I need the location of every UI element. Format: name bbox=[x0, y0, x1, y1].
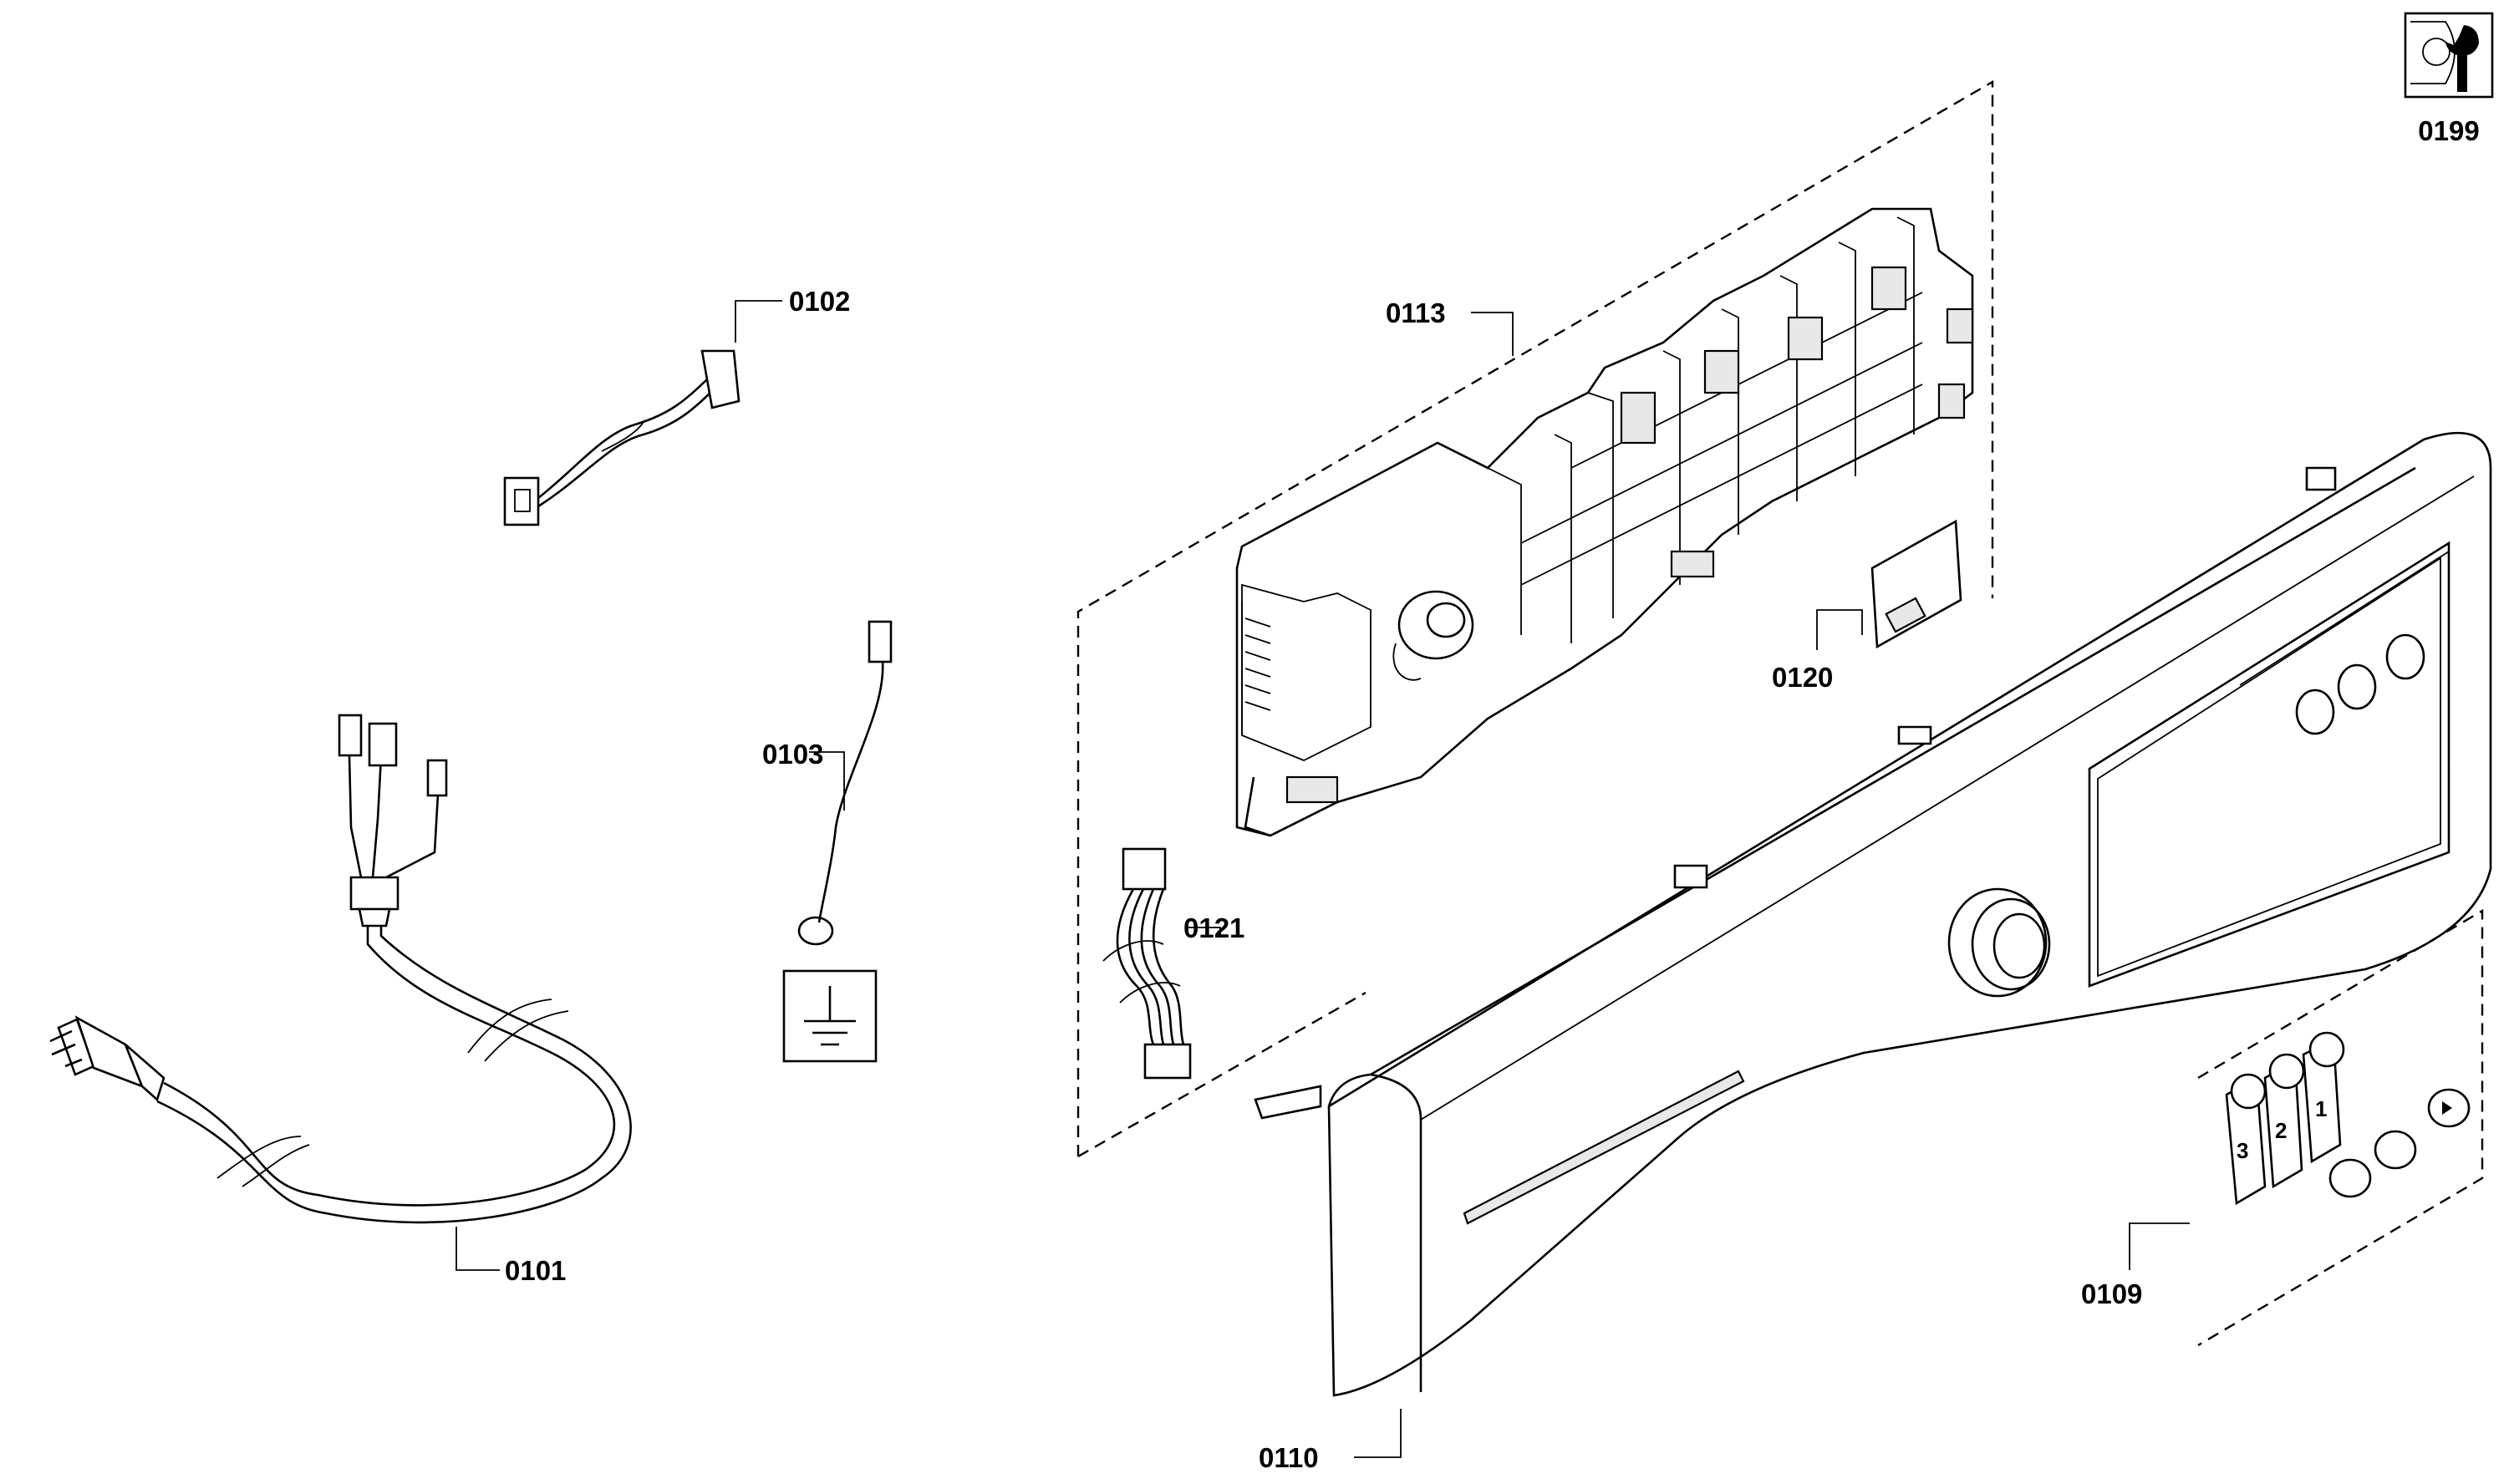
part-label-0113: 0113 bbox=[1386, 297, 1446, 328]
part-label-0101: 0101 bbox=[505, 1255, 566, 1286]
ribbon-harness: 0121 bbox=[1102, 847, 1244, 1080]
button-label-2: 2 bbox=[2275, 1118, 2287, 1143]
part-label-0109: 0109 bbox=[2081, 1278, 2142, 1309]
part-label-0110: 0110 bbox=[1259, 1442, 1319, 1473]
control-module-group: 0113 0120 0121 bbox=[1076, 79, 1994, 1158]
button-label-3: 3 bbox=[2237, 1138, 2248, 1163]
wire-harness-small: 0102 bbox=[503, 286, 850, 526]
ground-symbol-icon bbox=[782, 969, 878, 1063]
control-module bbox=[1235, 207, 1974, 837]
service-kit: 0199 bbox=[2404, 12, 2494, 146]
part-label-0199: 0199 bbox=[2418, 115, 2479, 146]
push-buttons: 3 2 1 bbox=[2225, 1031, 2471, 1206]
wrench-icon bbox=[2404, 12, 2494, 99]
control-panel: 0110 bbox=[1254, 431, 2492, 1473]
power-cord: 0101 bbox=[49, 714, 632, 1286]
ground-wire: 0103 bbox=[762, 620, 893, 1063]
button-set: 3 2 1 0109 bbox=[2081, 908, 2484, 1347]
selector-knob bbox=[1947, 887, 2051, 998]
part-label-0121: 0121 bbox=[1183, 912, 1244, 943]
part-label-0103: 0103 bbox=[762, 739, 823, 770]
part-label-0120: 0120 bbox=[1772, 662, 1833, 693]
display-board: 0120 bbox=[1772, 519, 1962, 693]
button-label-1: 1 bbox=[2315, 1096, 2327, 1121]
part-label-0102: 0102 bbox=[789, 286, 850, 317]
panel-buttons bbox=[2295, 633, 2425, 735]
